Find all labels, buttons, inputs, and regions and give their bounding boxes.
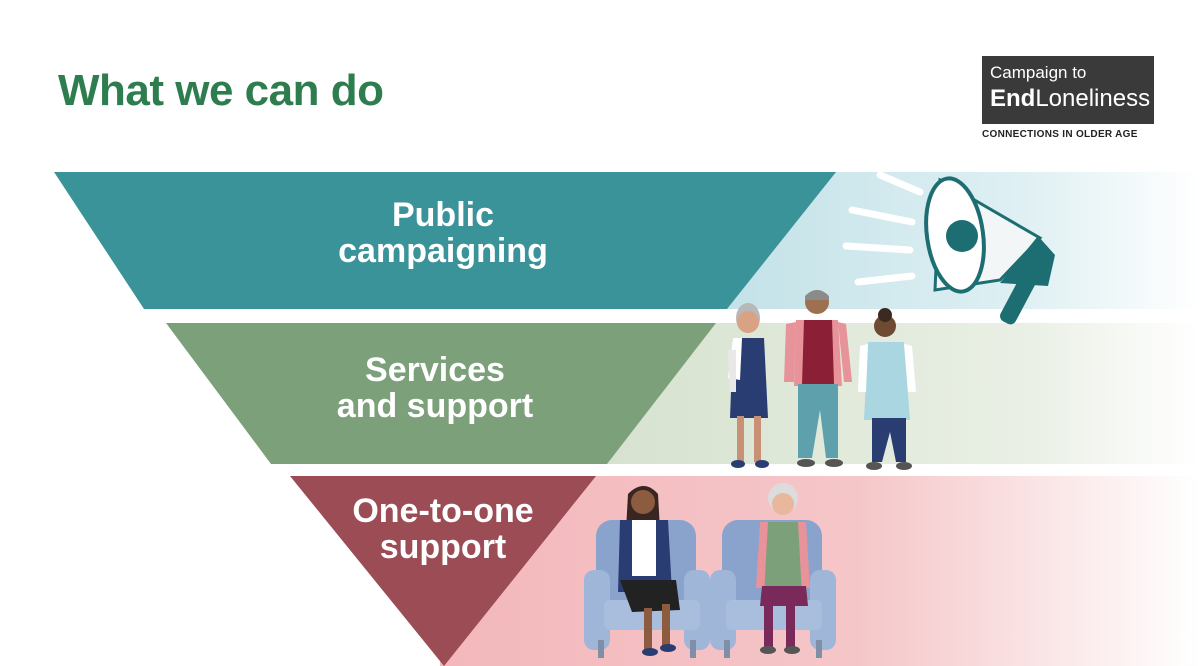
logo-box: Campaign to EndLoneliness [982, 56, 1154, 124]
label-public-line1: Public [391, 196, 495, 234]
label-one-to-one-line2: support [379, 528, 507, 566]
label-public-campaigning: Public campaigning [316, 197, 570, 269]
label-services-line2: and support [336, 387, 534, 425]
megaphone-icon [842, 171, 1055, 325]
campaign-logo: Campaign to EndLoneliness CONNECTIONS IN… [982, 56, 1154, 140]
person-seated-older-woman [756, 483, 810, 654]
page-title: What we can do [58, 66, 384, 115]
person-woman-navy-dress [728, 303, 769, 468]
level-public-campaigning [54, 172, 836, 309]
level-services-support [166, 323, 716, 464]
label-public-line2: campaigning [338, 232, 548, 270]
label-services-support: Services and support [306, 352, 564, 424]
logo-line1: Campaign to [990, 63, 1087, 82]
logo-tagline: CONNECTIONS IN OLDER AGE [982, 129, 1138, 140]
label-services-line1: Services [365, 351, 505, 389]
person-seated-woman-dark-hair [618, 486, 680, 656]
person-woman-blue-dress [858, 308, 916, 470]
level-one-to-one-support [290, 476, 596, 666]
person-man-maroon-vest [784, 290, 852, 467]
logo-line2-rest: Loneliness [1035, 85, 1151, 112]
label-one-to-one-line1: One-to-one [352, 492, 534, 530]
logo-line2: EndLoneliness [990, 84, 1150, 114]
logo-line2-bold: End [990, 85, 1036, 112]
label-one-to-one-support: One-to-one support [314, 493, 572, 565]
